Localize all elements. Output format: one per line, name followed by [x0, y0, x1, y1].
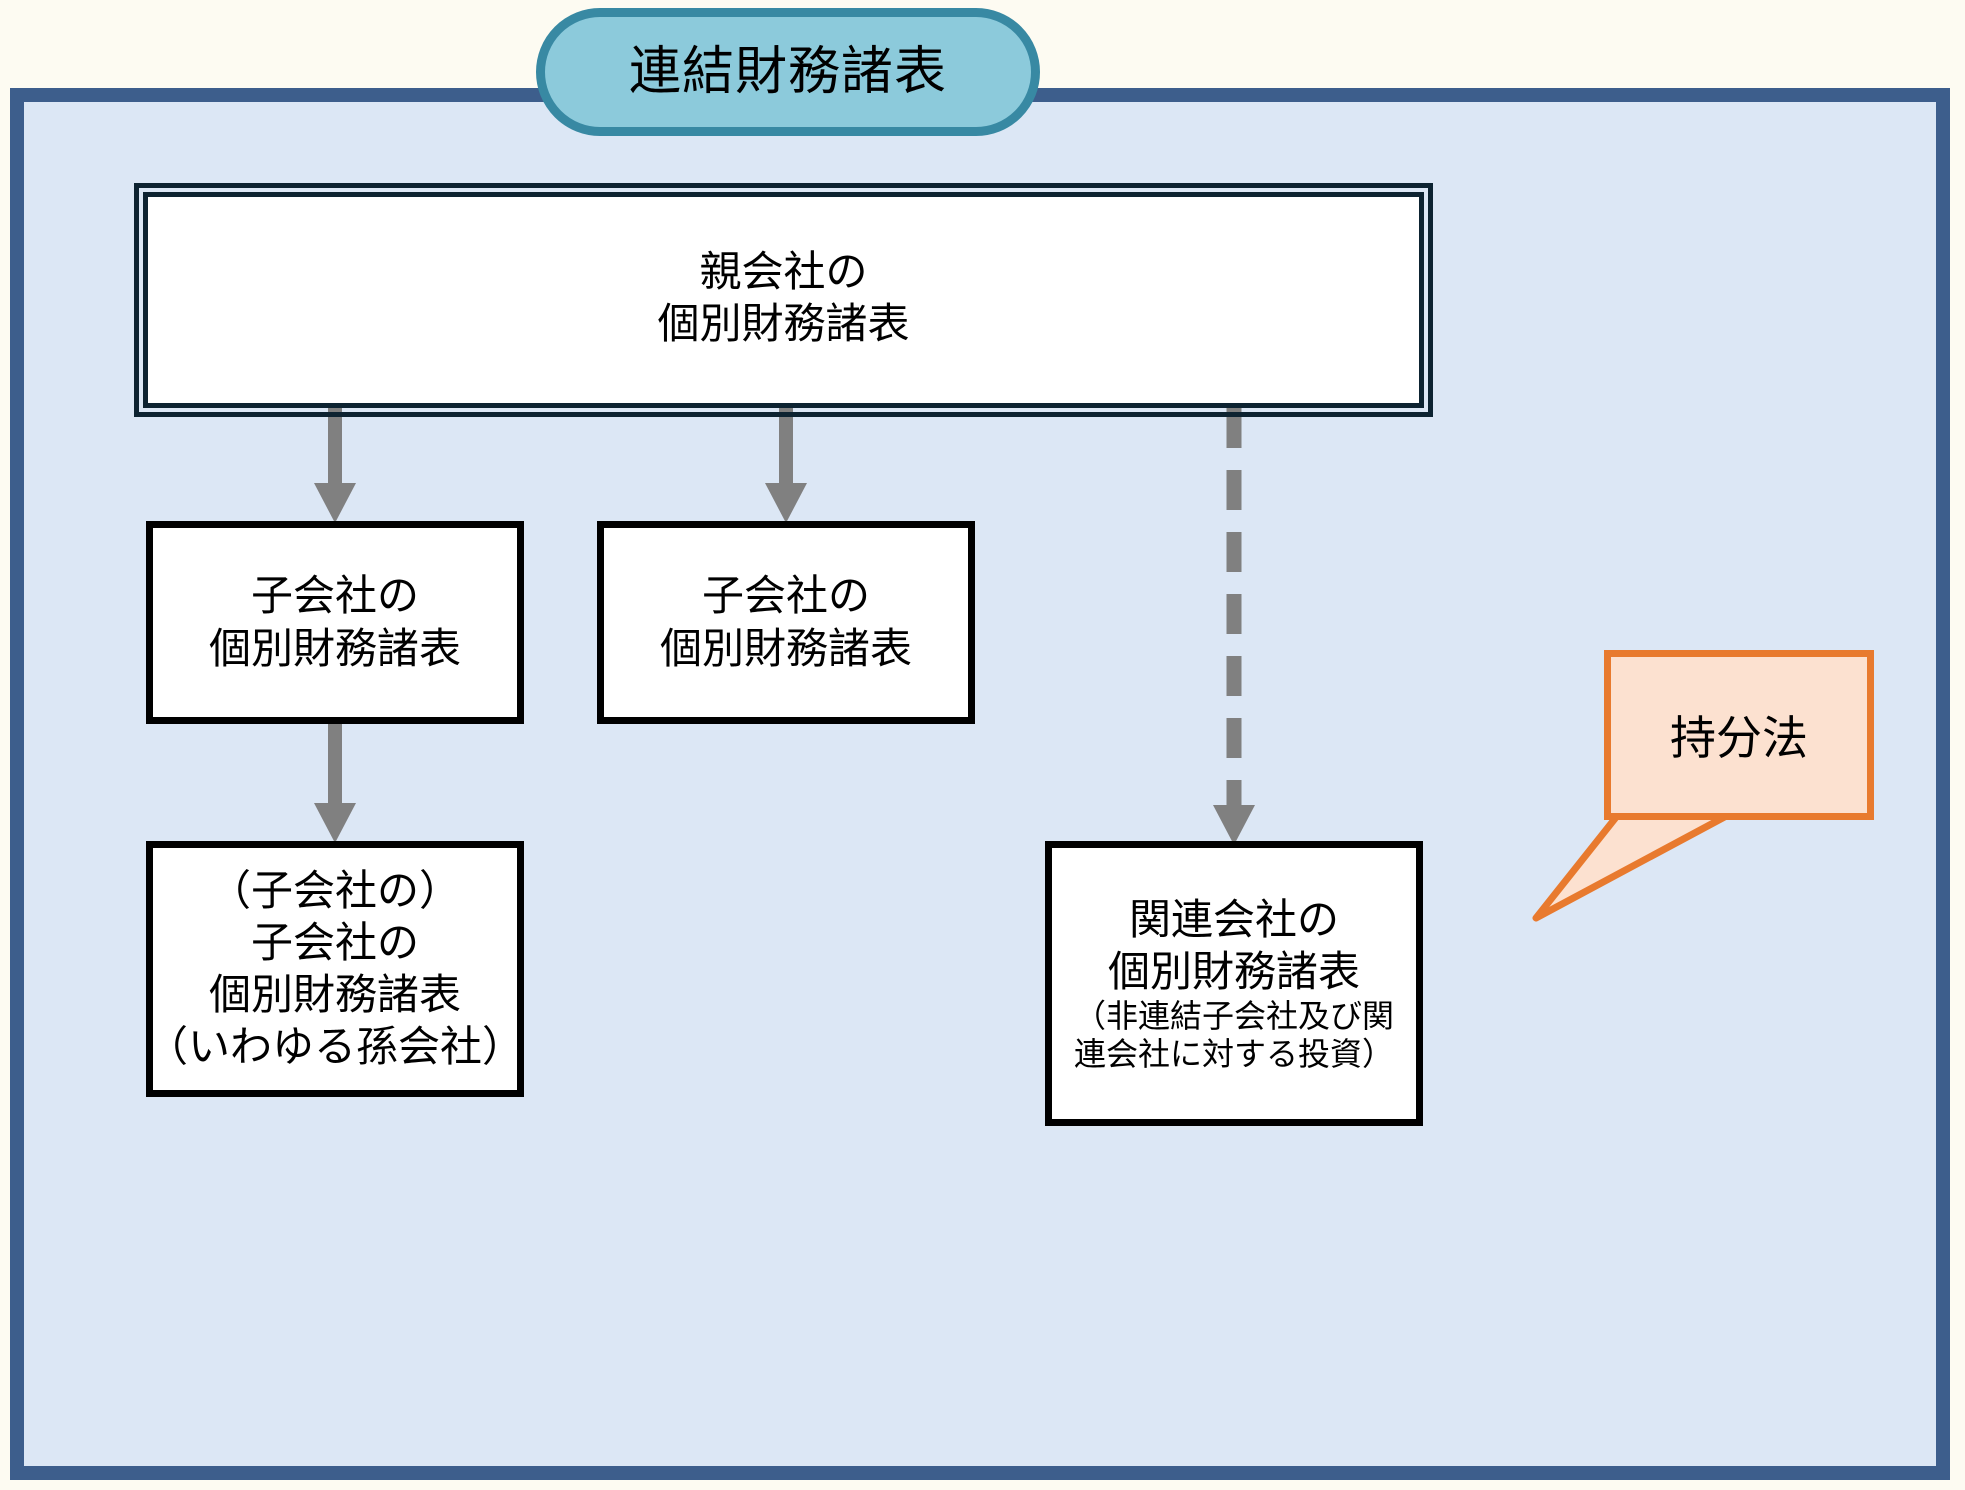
node-line: 個別財務諸表 [1107, 946, 1360, 996]
node-line: 個別財務諸表 [208, 623, 461, 673]
arrow-parent-to-subsidiary-1 [306, 408, 364, 523]
node-subsidiary-1: 子会社の 個別財務諸表 [146, 521, 524, 724]
node-grandchild-company: （子会社の） 子会社の 個別財務諸表 （いわゆる孫会社） [146, 841, 524, 1097]
arrow-head-icon [314, 483, 356, 523]
node-affiliate-company: 関連会社の 個別財務諸表 （非連結子会社及び関 連会社に対する投資） [1045, 841, 1423, 1126]
callout-label: 持分法 [1670, 711, 1808, 765]
node-line: 関連会社の [1128, 894, 1339, 944]
node-line: （子会社の） [208, 865, 461, 915]
page-title: 連結財務諸表 [628, 42, 947, 102]
node-line: 個別財務諸表 [208, 970, 461, 1019]
arrow-parent-to-subsidiary-2 [757, 408, 815, 523]
callout-tail-icon [1532, 796, 1749, 922]
arrow-subsidiary-1-to-grandchild [306, 724, 364, 843]
arrow-dashed-shaft [1226, 408, 1242, 808]
node-line: （いわゆる孫会社） [146, 1022, 525, 1072]
arrow-head-icon [1213, 805, 1255, 845]
node-line: 子会社の [701, 571, 870, 621]
arrow-shaft [328, 724, 342, 806]
node-line: 子会社の [250, 917, 419, 967]
node-line: 子会社の [250, 571, 419, 621]
callout-equity-method: 持分法 [1604, 650, 1874, 820]
arrow-shaft [328, 408, 342, 486]
node-line: 個別財務諸表 [659, 623, 912, 673]
node-subline: 連会社に対する投資） [1073, 1034, 1394, 1073]
node-subline: （非連結子会社及び関 [1073, 996, 1394, 1035]
node-subsidiary-2: 子会社の 個別財務諸表 [597, 521, 975, 724]
arrow-shaft [779, 408, 793, 486]
node-line: 個別財務諸表 [657, 299, 910, 348]
diagram-title-pill: 連結財務諸表 [536, 8, 1040, 136]
arrow-head-icon [765, 483, 807, 523]
node-line: 親会社の [699, 246, 868, 296]
arrow-head-icon [314, 803, 356, 843]
node-parent-company: 親会社の 個別財務諸表 [134, 183, 1433, 417]
arrow-parent-to-affiliate-dashed [1205, 408, 1263, 845]
